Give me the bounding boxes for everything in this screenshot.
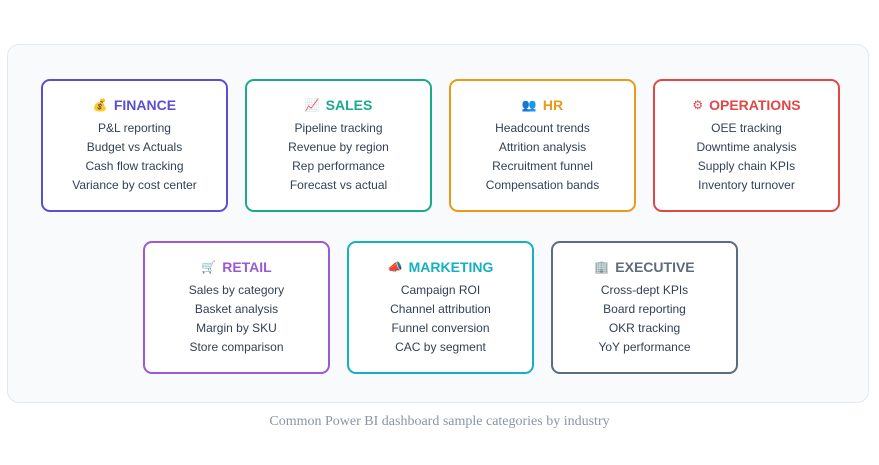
card-item: Funnel conversion xyxy=(391,321,490,335)
card-item: Basket analysis xyxy=(194,302,279,316)
card-item: Budget vs Actuals xyxy=(86,140,183,154)
card-item: Compensation bands xyxy=(485,178,600,192)
card-item: Pipeline tracking xyxy=(294,121,383,135)
chart-increasing-icon: 📈 xyxy=(304,98,320,112)
card-item: Margin by SKU xyxy=(196,321,277,335)
card-title: ⚙ OPERATIONS xyxy=(655,96,838,114)
card-item: Cross-dept KPIs xyxy=(600,283,689,297)
card-title-label: FINANCE xyxy=(113,97,177,113)
gear-icon: ⚙ xyxy=(692,98,704,112)
card-item: Store comparison xyxy=(189,340,284,354)
card-item: OEE tracking xyxy=(711,121,782,135)
card-item: Forecast vs actual xyxy=(289,178,388,192)
card-title: 👥 HR xyxy=(451,96,634,114)
people-icon: 👥 xyxy=(521,98,537,112)
megaphone-icon: 📣 xyxy=(387,260,403,274)
card-item: CAC by segment xyxy=(395,340,486,354)
card-item: OKR tracking xyxy=(608,321,681,335)
card-item: Rep performance xyxy=(292,159,385,173)
card-title: 🛒 RETAIL xyxy=(145,258,328,276)
card-item: Supply chain KPIs xyxy=(697,159,796,173)
card-item: Inventory turnover xyxy=(698,178,795,192)
card-item: Channel attribution xyxy=(390,302,491,316)
card-title: 📣 MARKETING xyxy=(349,258,532,276)
card-item: Attrition analysis xyxy=(498,140,587,154)
card-item: Sales by category xyxy=(188,283,285,297)
card-item: Downtime analysis xyxy=(696,140,797,154)
office-building-icon: 🏢 xyxy=(594,260,610,274)
card-item: Variance by cost center xyxy=(72,178,197,192)
card-title-label: MARKETING xyxy=(408,259,494,275)
card-item: Recruitment funnel xyxy=(492,159,593,173)
shopping-cart-icon: 🛒 xyxy=(201,260,217,274)
card-title-label: EXECUTIVE xyxy=(615,259,695,275)
card-title-label: SALES xyxy=(325,97,373,113)
card-item: Revenue by region xyxy=(288,140,389,154)
card-item: Campaign ROI xyxy=(400,283,481,297)
card-item: Cash flow tracking xyxy=(85,159,184,173)
card-item: Board reporting xyxy=(603,302,686,316)
money-bag-icon: 💰 xyxy=(92,98,108,112)
card-item: P&L reporting xyxy=(98,121,171,135)
card-marketing: 📣 MARKETING Campaign ROI Channel attributio… xyxy=(347,241,534,374)
card-title-label: HR xyxy=(542,97,564,113)
figure-caption: Common Power BI dashboard sample categor… xyxy=(269,414,610,429)
card-item: YoY performance xyxy=(598,340,691,354)
card-item: Headcount trends xyxy=(495,121,590,135)
card-title: 💰 FINANCE xyxy=(43,96,226,114)
card-title: 🏢 EXECUTIVE xyxy=(553,258,736,276)
card-title: 📈 SALES xyxy=(247,96,430,114)
card-title-label: OPERATIONS xyxy=(709,97,801,113)
card-title-label: RETAIL xyxy=(222,259,272,275)
